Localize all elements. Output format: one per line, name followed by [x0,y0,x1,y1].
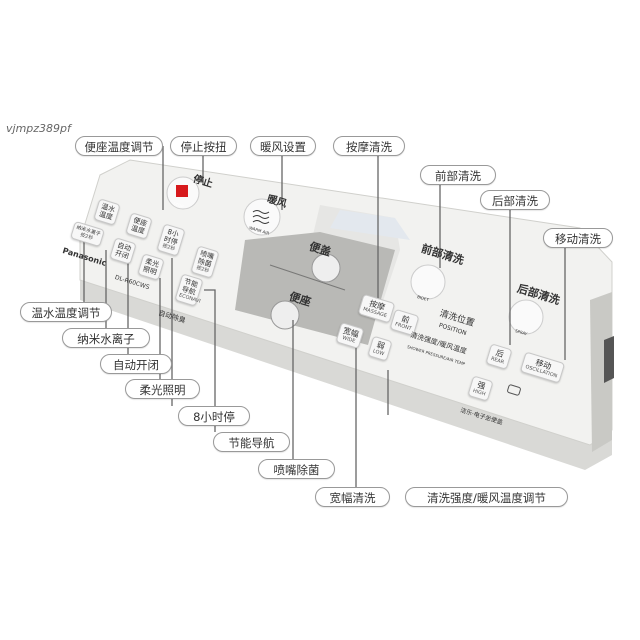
label-wide-wash: 宽幅清洗 [315,487,390,507]
label-nanoe: 纳米水离子 [62,328,150,348]
bidet-icon [410,264,446,300]
label-eco-navi: 节能导航 [213,432,290,452]
label-front-wash: 前部清洗 [420,165,496,185]
label-stop: 停止按扭 [170,136,237,156]
label-nozzle-clean: 喷嘴除菌 [258,459,335,479]
watermark: vjmpz389pf [6,122,71,135]
label-water-temp: 温水温度调节 [20,302,112,322]
lid-icon [311,253,341,283]
label-seat-temp: 便座温度调节 [75,136,163,156]
label-warm-air: 暖风设置 [250,136,316,156]
spray-icon [508,299,544,335]
label-rear-wash: 后部清洗 [480,190,550,210]
label-oscillation: 移动清洗 [543,228,613,248]
label-eight-hour: 8小时停 [178,406,250,426]
stop-icon [176,185,188,197]
label-soft-light: 柔光照明 [125,379,200,399]
label-auto-open: 自动开闭 [100,354,172,374]
label-massage: 按摩清洗 [333,136,405,156]
label-pressure-temp: 清洗强度/暖风温度调节 [405,487,568,507]
front-en: FRONT [394,321,413,333]
warm-air-icon [252,210,270,224]
seat-icon [270,300,300,330]
